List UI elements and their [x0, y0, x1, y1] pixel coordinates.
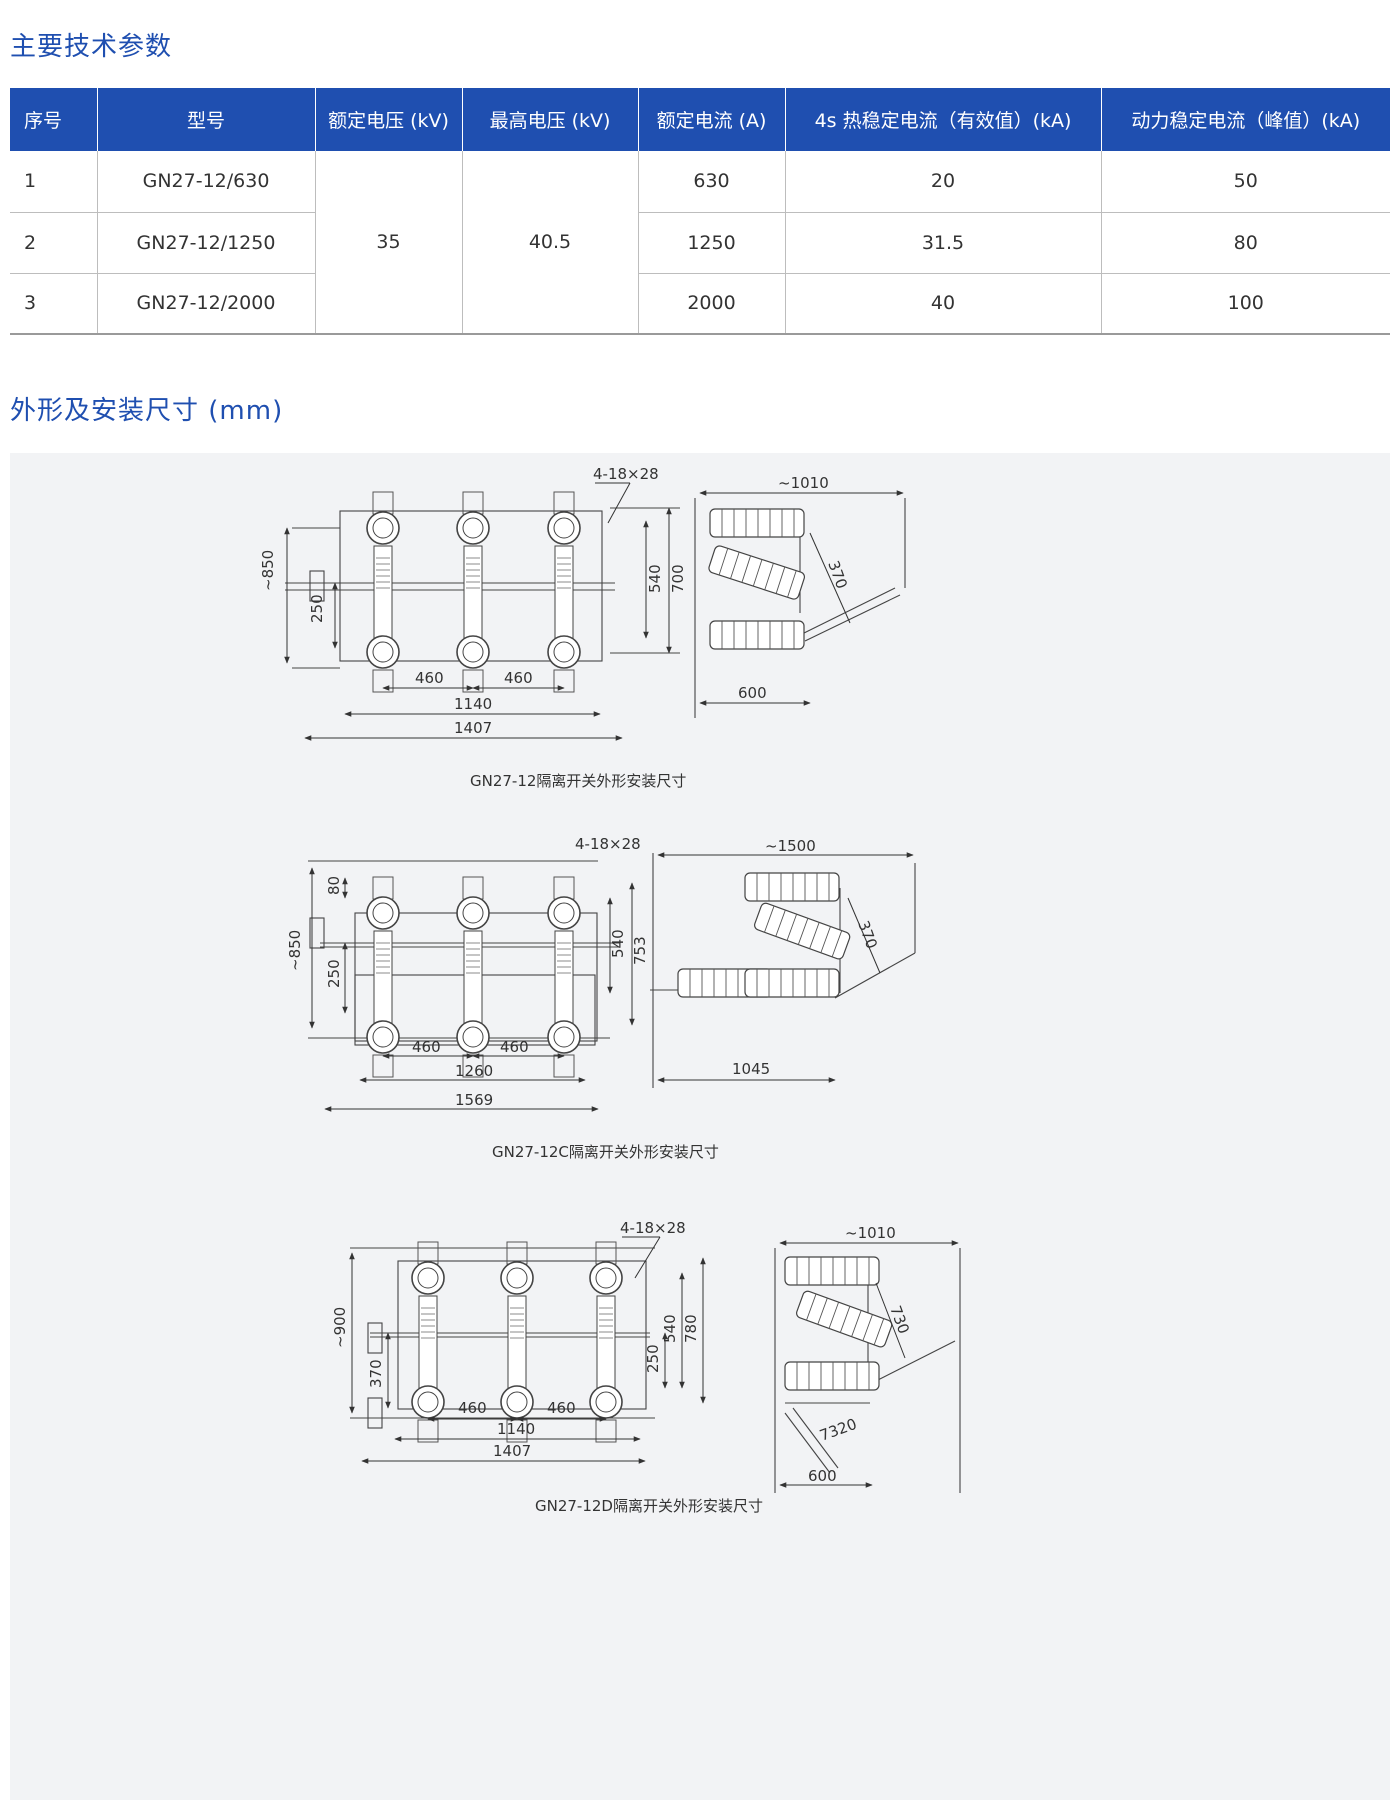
drawing-2: ~850 80 250 540 753 460 460 1260 1569 4-… — [286, 835, 916, 1161]
cell-thermal: 40 — [785, 273, 1102, 335]
dim-1140: 1140 — [497, 1420, 535, 1438]
dim-1407: 1407 — [454, 719, 492, 737]
dim-1407: 1407 — [493, 1442, 531, 1460]
dim-250: 250 — [325, 959, 343, 988]
drawing-1: ~850 250 540 700 460 460 1140 1407 4-18×… — [259, 465, 906, 790]
table-row: 2 GN27-12/1250 1250 31.5 80 — [10, 212, 1390, 274]
cell-model: GN27-12/2000 — [97, 273, 316, 335]
cell-no: 3 — [10, 273, 98, 335]
side-7320: 7320 — [817, 1415, 859, 1445]
spec-table: 序号 型号 额定电压 (kV) 最高电压 (kV) 额定电流 (A) 4s 热稳… — [10, 88, 1390, 335]
header-thermal-current: 4s 热稳定电流（有效值）(kA) — [785, 88, 1102, 151]
cell-thermal: 31.5 — [785, 212, 1102, 274]
cell-max-voltage: 40.5 — [462, 151, 639, 335]
dim-height: ~900 — [331, 1307, 349, 1348]
dim-460-b: 460 — [500, 1038, 529, 1056]
section-title-specs: 主要技术参数 — [10, 32, 173, 62]
section-title-dimensions: 外形及安装尺寸 (mm) — [10, 396, 284, 426]
dim-540: 540 — [646, 564, 664, 593]
header-dynamic-current: 动力稳定电流（峰值）(kA) — [1101, 88, 1390, 151]
dim-height: ~850 — [259, 550, 277, 591]
dim-780: 780 — [682, 1314, 700, 1343]
caption-1: GN27-12隔离开关外形安装尺寸 — [470, 772, 686, 790]
cell-current: 630 — [638, 151, 786, 213]
dim-370: 370 — [367, 1359, 385, 1388]
dim-250: 250 — [308, 594, 326, 623]
side-view-1 — [694, 498, 906, 718]
dim-460-a: 460 — [415, 669, 444, 687]
caption-3: GN27-12D隔离开关外形安装尺寸 — [535, 1497, 763, 1515]
side-width: ~1010 — [778, 474, 829, 492]
side-width: ~1010 — [845, 1224, 896, 1242]
side-370: 370 — [854, 918, 881, 951]
dim-753: 753 — [631, 936, 649, 965]
dim-700: 700 — [669, 564, 687, 593]
dim-460-b: 460 — [504, 669, 533, 687]
table-row: 1 GN27-12/630 35 40.5 630 20 50 — [10, 151, 1390, 335]
dim-460-a: 460 — [458, 1399, 487, 1417]
dim-1260: 1260 — [455, 1062, 493, 1080]
cell-current: 1250 — [638, 212, 786, 274]
table-row: 3 GN27-12/2000 2000 40 100 — [10, 273, 1390, 335]
dim-1569: 1569 — [455, 1091, 493, 1109]
side-600: 600 — [808, 1467, 837, 1485]
cell-dynamic: 50 — [1101, 151, 1390, 213]
hole-spec: 4-18×28 — [620, 1219, 686, 1237]
cell-dynamic: 80 — [1101, 212, 1390, 274]
cell-dynamic: 100 — [1101, 273, 1390, 335]
hole-spec: 4-18×28 — [575, 835, 641, 853]
header-max-voltage: 最高电压 (kV) — [462, 88, 639, 151]
header-model: 型号 — [97, 88, 316, 151]
hole-spec: 4-18×28 — [593, 465, 659, 483]
side-width: ~1500 — [765, 837, 816, 855]
header-rated-voltage: 额定电压 (kV) — [315, 88, 463, 151]
cell-current: 2000 — [638, 273, 786, 335]
drawing-3: ~900 370 250 540 780 460 460 1140 1407 4… — [331, 1219, 961, 1515]
dim-460-a: 460 — [412, 1038, 441, 1056]
dim-540: 540 — [609, 929, 627, 958]
cell-rated-voltage: 35 — [315, 151, 463, 335]
table-header-row: 序号 型号 额定电压 (kV) 最高电压 (kV) 额定电流 (A) 4s 热稳… — [10, 88, 1390, 151]
cell-thermal: 20 — [785, 151, 1102, 213]
cell-model: GN27-12/630 — [97, 151, 316, 213]
dim-250: 250 — [644, 1344, 662, 1373]
dim-1140: 1140 — [454, 695, 492, 713]
cell-model: GN27-12/1250 — [97, 212, 316, 274]
cell-no: 2 — [10, 212, 98, 274]
drawing-panel: ~850 250 540 700 460 460 1140 1407 4-18×… — [10, 453, 1390, 1800]
dim-80: 80 — [325, 876, 343, 895]
cell-no: 1 — [10, 151, 98, 213]
caption-2: GN27-12C隔离开关外形安装尺寸 — [492, 1143, 719, 1161]
header-no: 序号 — [10, 88, 98, 151]
dim-460-b: 460 — [547, 1399, 576, 1417]
drawings-svg: ~850 250 540 700 460 460 1140 1407 4-18×… — [259, 465, 961, 1515]
side-600: 600 — [738, 684, 767, 702]
dim-540: 540 — [661, 1314, 679, 1343]
header-rated-current: 额定电流 (A) — [638, 88, 786, 151]
side-370: 370 — [824, 558, 851, 591]
dim-height: ~850 — [286, 930, 304, 971]
side-1045: 1045 — [732, 1060, 770, 1078]
